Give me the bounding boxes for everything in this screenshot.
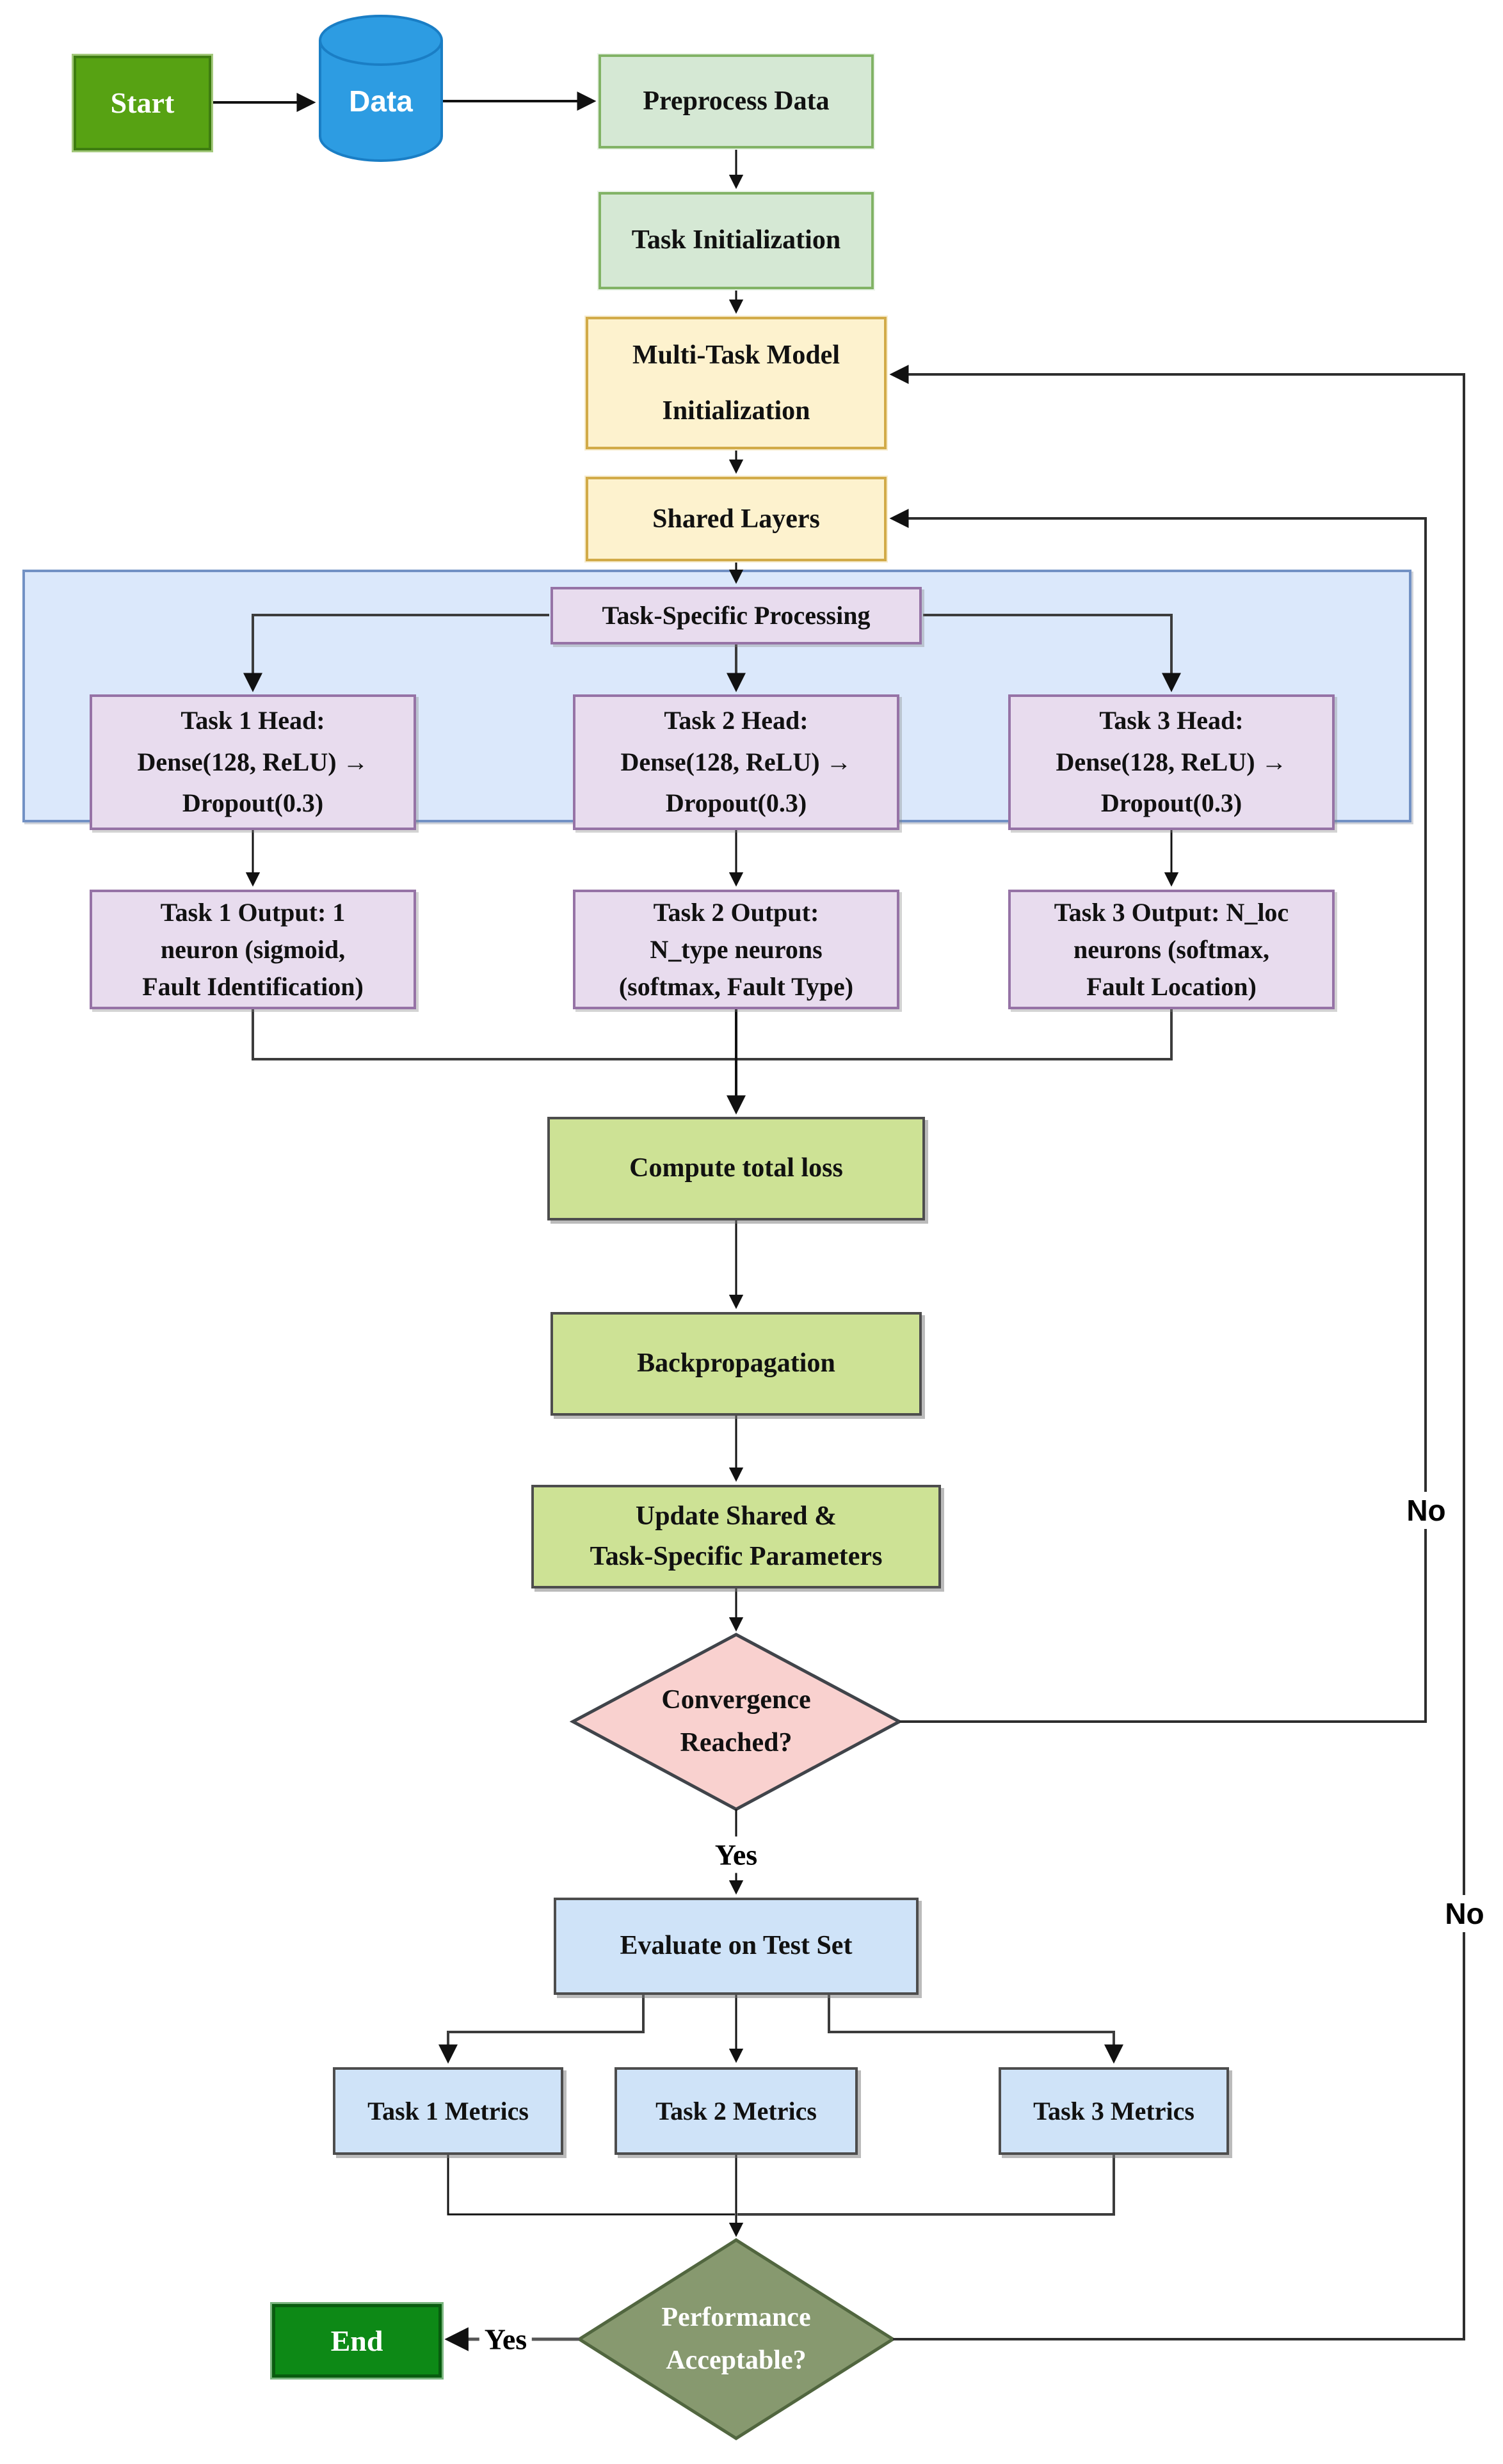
performance-no-label: No [1440, 1895, 1490, 1932]
evaluate-node: Evaluate on Test Set [554, 1898, 919, 1995]
multi-task-init-node: Multi-Task Model Initialization [586, 317, 887, 449]
edge-tsp-task3head [923, 614, 1181, 692]
start-node: Start [74, 56, 211, 150]
performance-diamond-shape [576, 2238, 896, 2440]
task-specific-processing-node: Task-Specific Processing [551, 587, 922, 644]
convergence-no-label: No [1401, 1492, 1451, 1529]
performance-yes-label: Yes [479, 2321, 533, 2358]
task2-output-node: Task 2 Output: N_type neurons (softmax, … [573, 890, 899, 1009]
edge-task3output-merge [737, 1009, 1173, 1060]
edge-tsp-task1head [243, 614, 549, 692]
task2-head-node: Task 2 Head: Dense(128, ReLU) → Dropout(… [573, 694, 899, 830]
compute-loss-node: Compute total loss [547, 1117, 925, 1220]
task3-head-node: Task 3 Head: Dense(128, ReLU) → Dropout(… [1008, 694, 1335, 830]
task3-metrics-node: Task 3 Metrics [999, 2067, 1229, 2155]
edge-performance-no [889, 365, 1465, 2340]
task1-metrics-node: Task 1 Metrics [333, 2067, 563, 2155]
convergence-diamond-label: Convergence Reached? [661, 1684, 811, 1757]
shared-layers-node: Shared Layers [586, 477, 887, 561]
performance-diamond-label: Performance Acceptable? [661, 2302, 811, 2375]
edge-evaluate-task1metrics [438, 1995, 645, 2064]
edge-task1output-merge [252, 1009, 735, 1060]
database-icon [319, 15, 443, 162]
update-parameters-node: Update Shared & Task-Specific Parameters [531, 1485, 941, 1588]
task-initialization-node: Task Initialization [599, 192, 874, 289]
task3-output-node: Task 3 Output: N_loc neurons (softmax, F… [1008, 890, 1335, 1009]
task2-metrics-node: Task 2 Metrics [615, 2067, 858, 2155]
edge-task3metrics-merge [737, 2155, 1115, 2216]
task1-head-node: Task 1 Head: Dense(128, ReLU) → Dropout(… [90, 694, 416, 830]
convergence-yes-label: Yes [709, 1836, 763, 1873]
end-node: End [272, 2304, 442, 2378]
edge-evaluate-task3metrics [828, 1995, 1123, 2064]
edge-task1metrics-merge [447, 2155, 735, 2216]
task1-output-node: Task 1 Output: 1 neuron (sigmoid, Fault … [90, 890, 416, 1009]
backpropagation-node: Backpropagation [551, 1312, 922, 1416]
data-node-label: Data [349, 84, 413, 118]
edge-convergence-no [889, 509, 1427, 1723]
preprocess-node: Preprocess Data [599, 54, 874, 148]
